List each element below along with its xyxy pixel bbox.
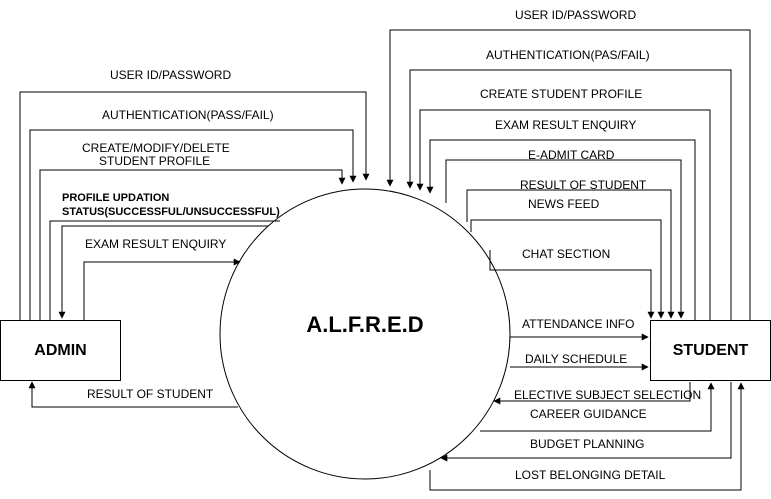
flow-stu-chat <box>489 250 655 319</box>
flow-admin-result <box>28 381 238 408</box>
flow-admin-auth <box>29 129 357 320</box>
label-stu-result: RESULT OF STUDENT <box>520 178 647 192</box>
label-admin-profile-1: PROFILE UPDATION <box>62 192 169 204</box>
flow-stu-news <box>470 219 665 319</box>
admin-entity-label: ADMIN <box>34 341 87 359</box>
label-admin-result: RESULT OF STUDENT <box>87 387 214 401</box>
flow-stu-elective <box>493 382 691 405</box>
flow-stu-create <box>416 109 711 320</box>
flow-admin-user-id <box>19 91 370 320</box>
flow-stu-result <box>466 189 675 319</box>
label-stu-news: NEWS FEED <box>528 197 600 211</box>
label-admin-profile-2: STATUS(SUCCESSFUL/UNSUCCESSFUL) <box>62 206 280 218</box>
label-stu-elective: ELECTIVE SUBJECT SELECTION <box>514 388 701 402</box>
flow-stu-career <box>480 382 715 432</box>
student-entity-label: STUDENT <box>672 341 749 359</box>
label-stu-lost: LOST BELONGING DETAIL <box>515 468 666 482</box>
label-stu-eadmit: E-ADMIT CARD <box>528 148 615 162</box>
label-stu-budget: BUDGET PLANNING <box>530 437 644 451</box>
flow-stu-auth <box>406 69 732 320</box>
flow-stu-lost <box>429 382 745 491</box>
flow-admin-profile <box>49 220 280 320</box>
flow-admin-create <box>39 169 346 320</box>
label-admin-create-2: STUDENT PROFILE <box>99 154 210 168</box>
flow-stu-user-id <box>386 29 751 320</box>
label-admin-exam: EXAM RESULT ENQUIRY <box>85 237 226 251</box>
flow-admin-profile-return <box>58 225 268 319</box>
process-label: A.L.F.R.E.D <box>306 312 424 337</box>
label-stu-user-id: USER ID/PASSWORD <box>515 8 636 22</box>
flow-stu-eadmit <box>445 159 685 319</box>
flow-stu-budget <box>440 382 732 462</box>
label-stu-chat: CHAT SECTION <box>522 247 610 261</box>
label-admin-user-id: USER ID/PASSWORD <box>110 68 231 82</box>
student-entity: STUDENT <box>650 320 771 381</box>
flow-admin-exam <box>83 258 241 320</box>
label-admin-create-1: CREATE/MODIFY/DELETE <box>82 141 230 155</box>
process-circle <box>219 188 511 480</box>
label-stu-exam: EXAM RESULT ENQUIRY <box>495 118 636 132</box>
label-admin-auth: AUTHENTICATION(PASS/FAIL) <box>102 108 274 122</box>
label-stu-schedule: DAILY SCHEDULE <box>525 352 627 366</box>
label-stu-auth: AUTHENTICATION(PAS/FAIL) <box>486 48 650 62</box>
label-stu-create: CREATE STUDENT PROFILE <box>480 87 642 101</box>
flow-stu-exam <box>426 139 696 320</box>
admin-entity: ADMIN <box>0 320 121 381</box>
label-stu-career: CAREER GUIDANCE <box>530 407 647 421</box>
label-stu-attendance: ATTENDANCE INFO <box>522 317 634 331</box>
